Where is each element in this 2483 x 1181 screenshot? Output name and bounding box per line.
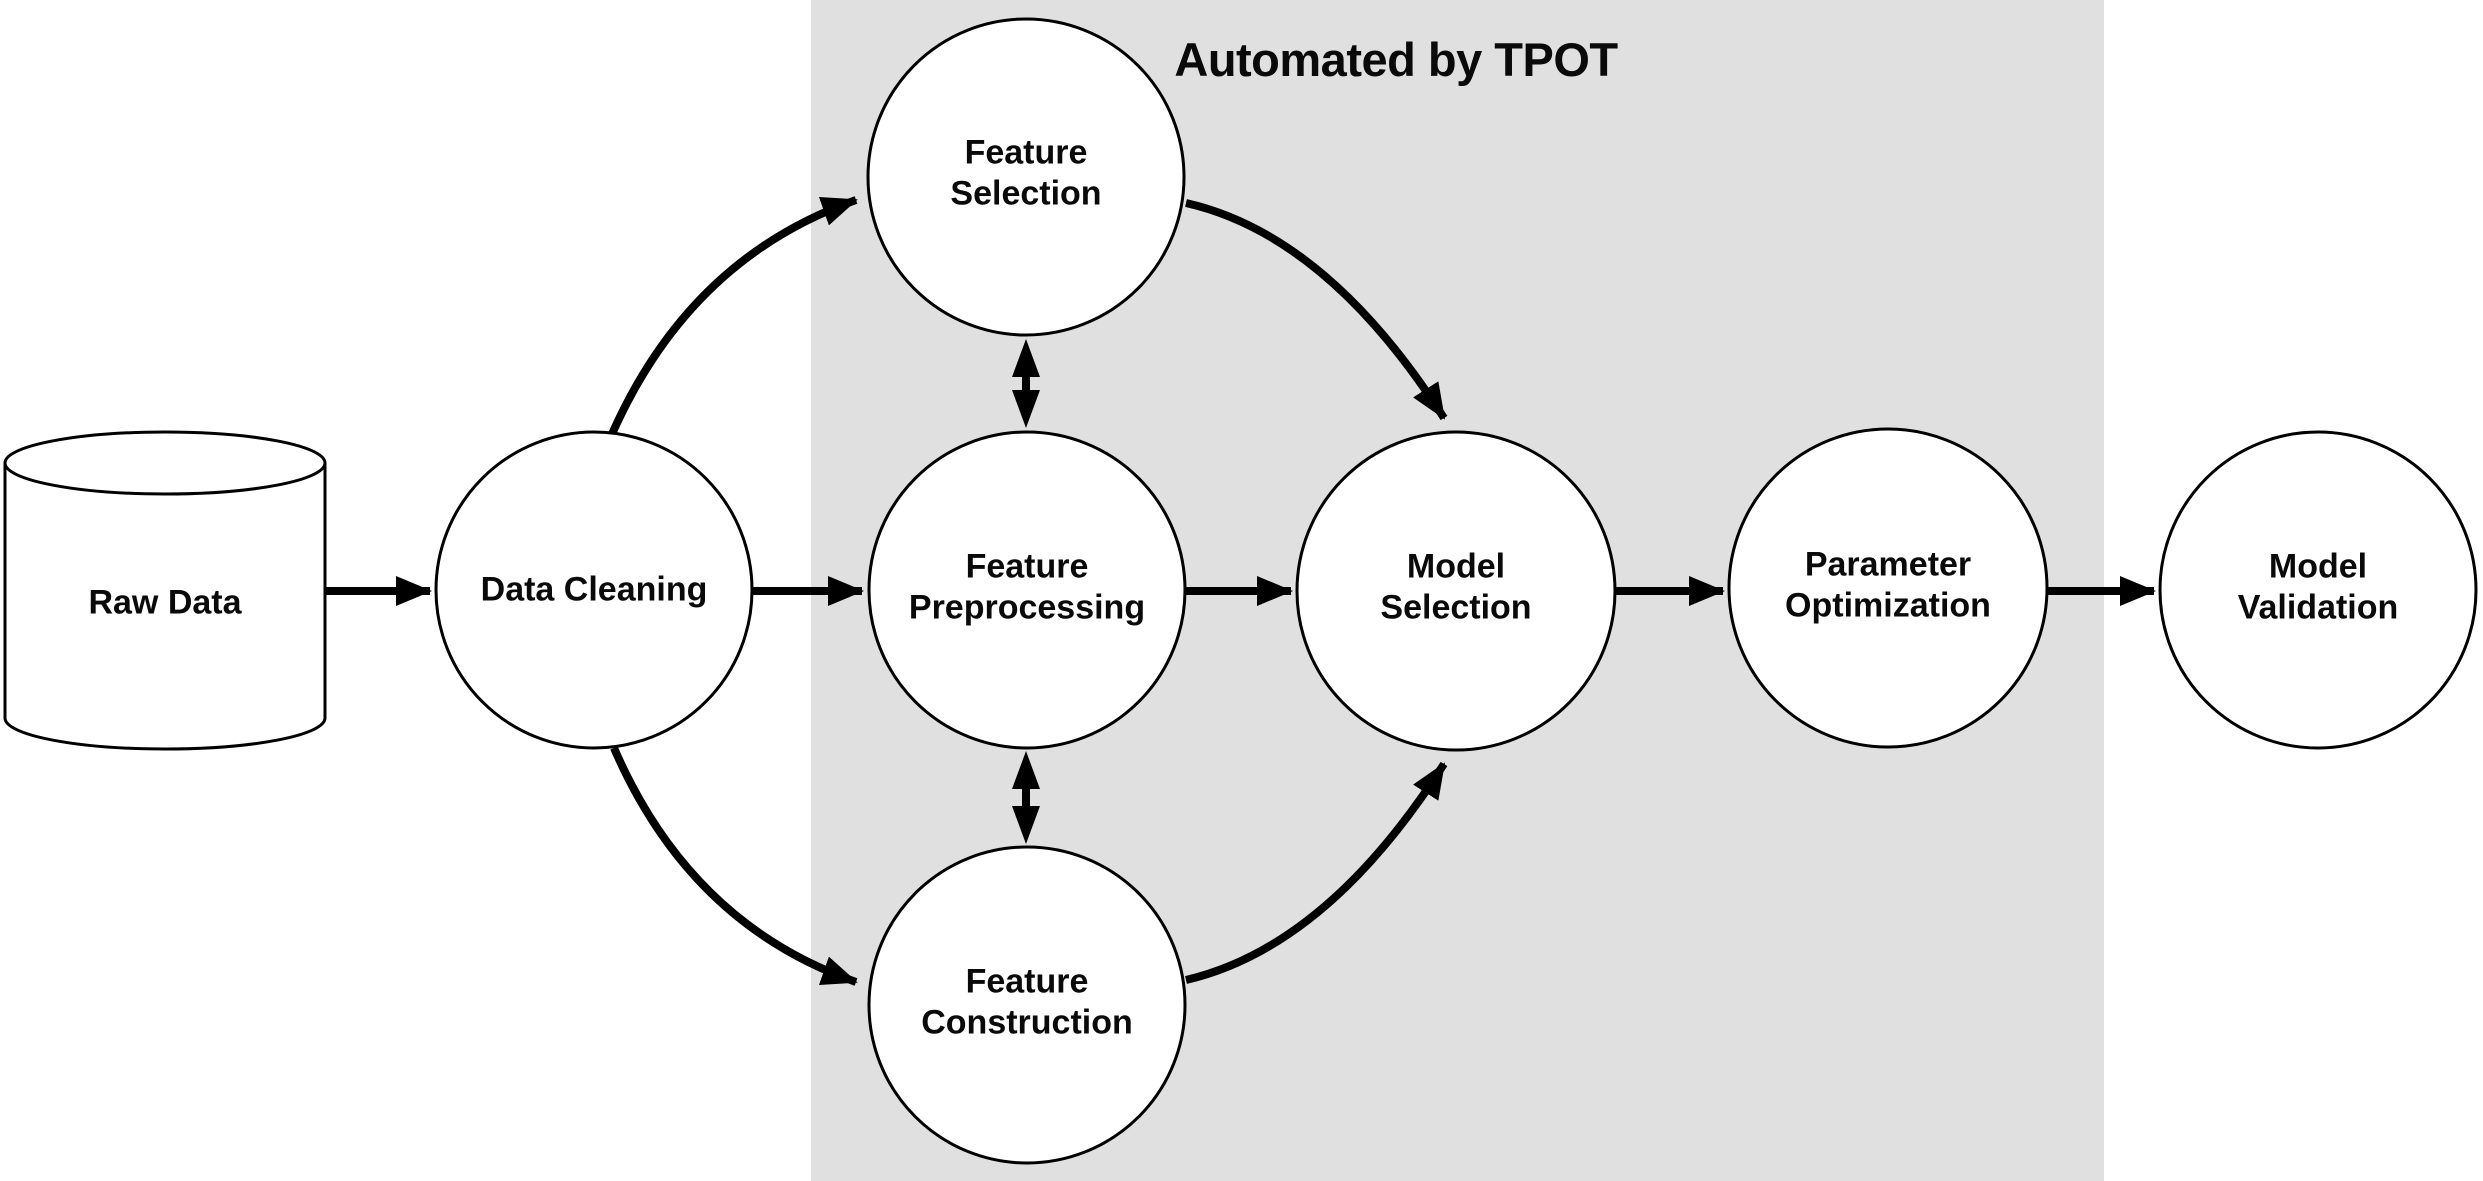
node-data-cleaning bbox=[434, 430, 754, 750]
arrowhead-up-icon bbox=[1012, 751, 1040, 789]
node-label-model-validation: Model Validation bbox=[2237, 547, 2399, 627]
node-feature-selection bbox=[866, 17, 1186, 337]
automated-region-title: Automated by TPOT bbox=[1174, 33, 1618, 86]
edge-featureconstruction-to-modelselection-arrow bbox=[1185, 761, 1448, 984]
arrowhead-down-icon bbox=[1012, 390, 1040, 428]
edge-featureselection-to-modelselection-arrow bbox=[1185, 199, 1448, 421]
edge-group bbox=[325, 196, 2156, 986]
arrowhead-up-icon bbox=[1012, 339, 1040, 377]
node-feature-construction bbox=[867, 845, 1187, 1165]
node-label-feature-preprocessing: Feature Preprocessing bbox=[908, 547, 1146, 627]
node-label-parameter-optimization: Parameter Optimization bbox=[1785, 545, 1991, 625]
node-label-raw-data: Raw Data bbox=[88, 583, 242, 622]
node-parameter-optimization bbox=[1727, 427, 2049, 749]
node-label-data-cleaning: Data Cleaning bbox=[480, 570, 708, 609]
node-model-validation bbox=[2158, 430, 2478, 750]
edge-datacleaning-to-featureconstruction-arrow bbox=[610, 746, 858, 986]
double-arrow-selection-preprocessing bbox=[1012, 339, 1040, 428]
arrowhead-down-icon bbox=[1012, 806, 1040, 844]
node-group bbox=[434, 17, 2478, 1165]
node-label-model-selection: Model Selection bbox=[1380, 547, 1532, 627]
node-label-feature-construction: Feature Construction bbox=[921, 962, 1133, 1042]
node-model-selection bbox=[1295, 430, 1617, 752]
edge-datacleaning-to-featureselection-arrow bbox=[608, 196, 858, 436]
node-label-feature-selection: Feature Selection bbox=[950, 133, 1102, 213]
node-feature-preprocessing bbox=[867, 430, 1187, 750]
double-arrow-preprocessing-construction bbox=[1012, 751, 1040, 844]
raw-data-cylinder bbox=[3, 430, 327, 751]
